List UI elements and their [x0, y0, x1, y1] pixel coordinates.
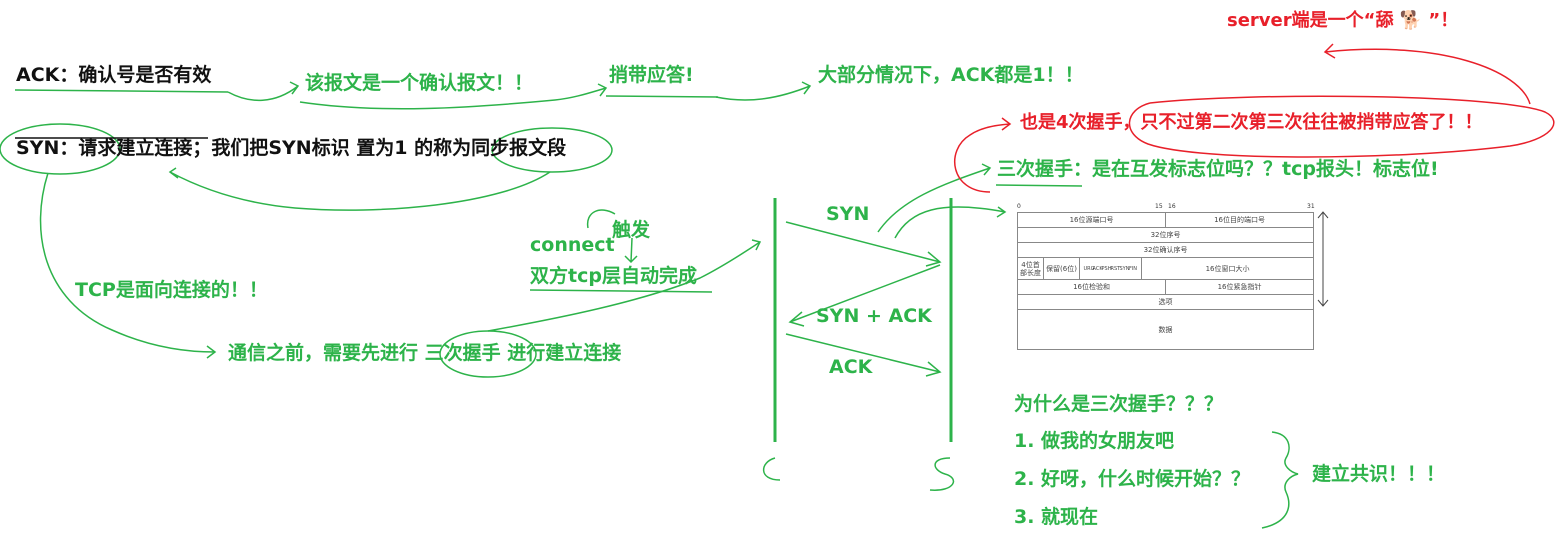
- ack-step-label: ACK: [829, 356, 873, 378]
- three-way-underline: [995, 184, 1083, 187]
- client-label-scribble: [762, 457, 781, 481]
- header-length-field: 4位首部长度: [1017, 257, 1044, 280]
- ack-underline: [14, 89, 229, 93]
- tcp-header-diagram: 0 15 16 31 16位源端口号 16位目的端口号 32位序号 32位确认序…: [1010, 203, 1330, 353]
- connect-label: connect: [530, 234, 615, 256]
- sync-segment-circle: [491, 127, 613, 173]
- consensus-brace: [1261, 431, 1299, 529]
- syn-arrow: [785, 221, 942, 267]
- syn-circle: [0, 123, 121, 175]
- header-width-marker: [1317, 211, 1329, 307]
- flags-field: URGACKPSHRSTSYNFIN: [1079, 257, 1142, 280]
- options-field: 选项: [1016, 294, 1315, 310]
- three-way-to-syn-arrow: [877, 163, 992, 233]
- flag-syn: SYN: [1119, 265, 1130, 272]
- four-way-to-server-arrow: [1323, 43, 1531, 105]
- consensus-label: 建立共识！！！: [1312, 463, 1446, 485]
- flag-psh: PSH: [1101, 265, 1112, 272]
- sync-loop-arrow: [168, 167, 551, 211]
- seq-field: 32位序号: [1016, 227, 1315, 243]
- tcp-connection-arrow: [39, 172, 217, 359]
- flag-urg: URG: [1083, 265, 1095, 272]
- bit-0-label: 0: [1017, 203, 1021, 210]
- ack-to-meaning-arrow: [227, 81, 300, 102]
- analogy-step-2: 2. 好呀，什么时候开始？？: [1014, 468, 1251, 490]
- checksum-field: 16位检验和: [1016, 279, 1167, 295]
- ack-num-field: 32位确认序号: [1016, 242, 1315, 258]
- piggyback-label: 捎带应答!: [609, 64, 694, 86]
- meaning-to-piggyback-arrow: [299, 83, 608, 110]
- data-field: 数据: [1016, 309, 1315, 350]
- ack-arrow: [785, 333, 942, 377]
- tcp-header-table: 16位源端口号 16位目的端口号 32位序号 32位确认序号 4位首部长度 保留…: [1016, 212, 1315, 350]
- syn-ack-arrow: [788, 264, 941, 327]
- piggyback-to-mostly-arrow: [715, 81, 812, 101]
- three-way-to-diagram-arrow: [487, 239, 762, 332]
- flag-ack: ACK: [1092, 265, 1103, 272]
- handshake-before-communication: 通信之前，需要先进行 三次握手 进行建立连接: [228, 342, 622, 364]
- flag-rst: RST: [1110, 265, 1121, 272]
- analogy-step-1: 1. 做我的女朋友吧: [1014, 430, 1175, 452]
- trigger-arrow: [586, 209, 638, 264]
- flag-fin: FIN: [1128, 265, 1138, 272]
- urgent-pointer-field: 16位紧急指针: [1165, 279, 1315, 295]
- src-port-field: 16位源端口号: [1016, 212, 1167, 228]
- tcp-connection-oriented: TCP是面向连接的！！: [75, 279, 268, 301]
- analogy-step-3: 3. 就现在: [1014, 506, 1099, 528]
- auto-complete-underline: [529, 289, 713, 293]
- syn-ack-step-label: SYN + ACK: [816, 305, 932, 327]
- ack-meaning: 该报文是一个确认报文！！: [305, 72, 534, 94]
- three-way-question: 三次握手：是在互发标志位吗？？tcp报头！标志位!: [997, 158, 1439, 180]
- dst-port-field: 16位目的端口号: [1165, 212, 1315, 228]
- bit-15-label: 15: [1155, 203, 1163, 210]
- piggyback-underline: [605, 95, 719, 98]
- reserved-field: 保留(6位): [1043, 257, 1080, 280]
- bit-31-label: 31: [1307, 203, 1315, 210]
- why-three-way-title: 为什么是三次握手？？？: [1014, 393, 1224, 415]
- four-way-note: 也是4次握手，只不过第二次第三次往往被捎带应答了！！: [1020, 112, 1483, 133]
- server-label-scribble: [929, 457, 955, 491]
- syn-definition: SYN：请求建立连接；我们把SYN标识 置为1 的称为同步报文段: [16, 137, 567, 159]
- syn-step-label: SYN: [826, 203, 870, 225]
- window-field: 16位窗口大小: [1140, 257, 1315, 280]
- three-way-to-four-way-arrow: [954, 117, 1012, 193]
- four-way-oval: [1128, 95, 1555, 158]
- mostly-ack-one: 大部分情况下，ACK都是1！！: [818, 64, 1084, 86]
- bit-16-label: 16: [1168, 203, 1176, 210]
- ack-definition: ACK：确认号是否有效: [16, 64, 212, 86]
- trigger-label: 触发: [612, 219, 651, 241]
- server-note: server端是一个“舔 🐕 ”！: [1227, 10, 1459, 31]
- syn-to-header-arrow: [894, 206, 1007, 239]
- auto-complete-label: 双方tcp层自动完成: [530, 265, 697, 287]
